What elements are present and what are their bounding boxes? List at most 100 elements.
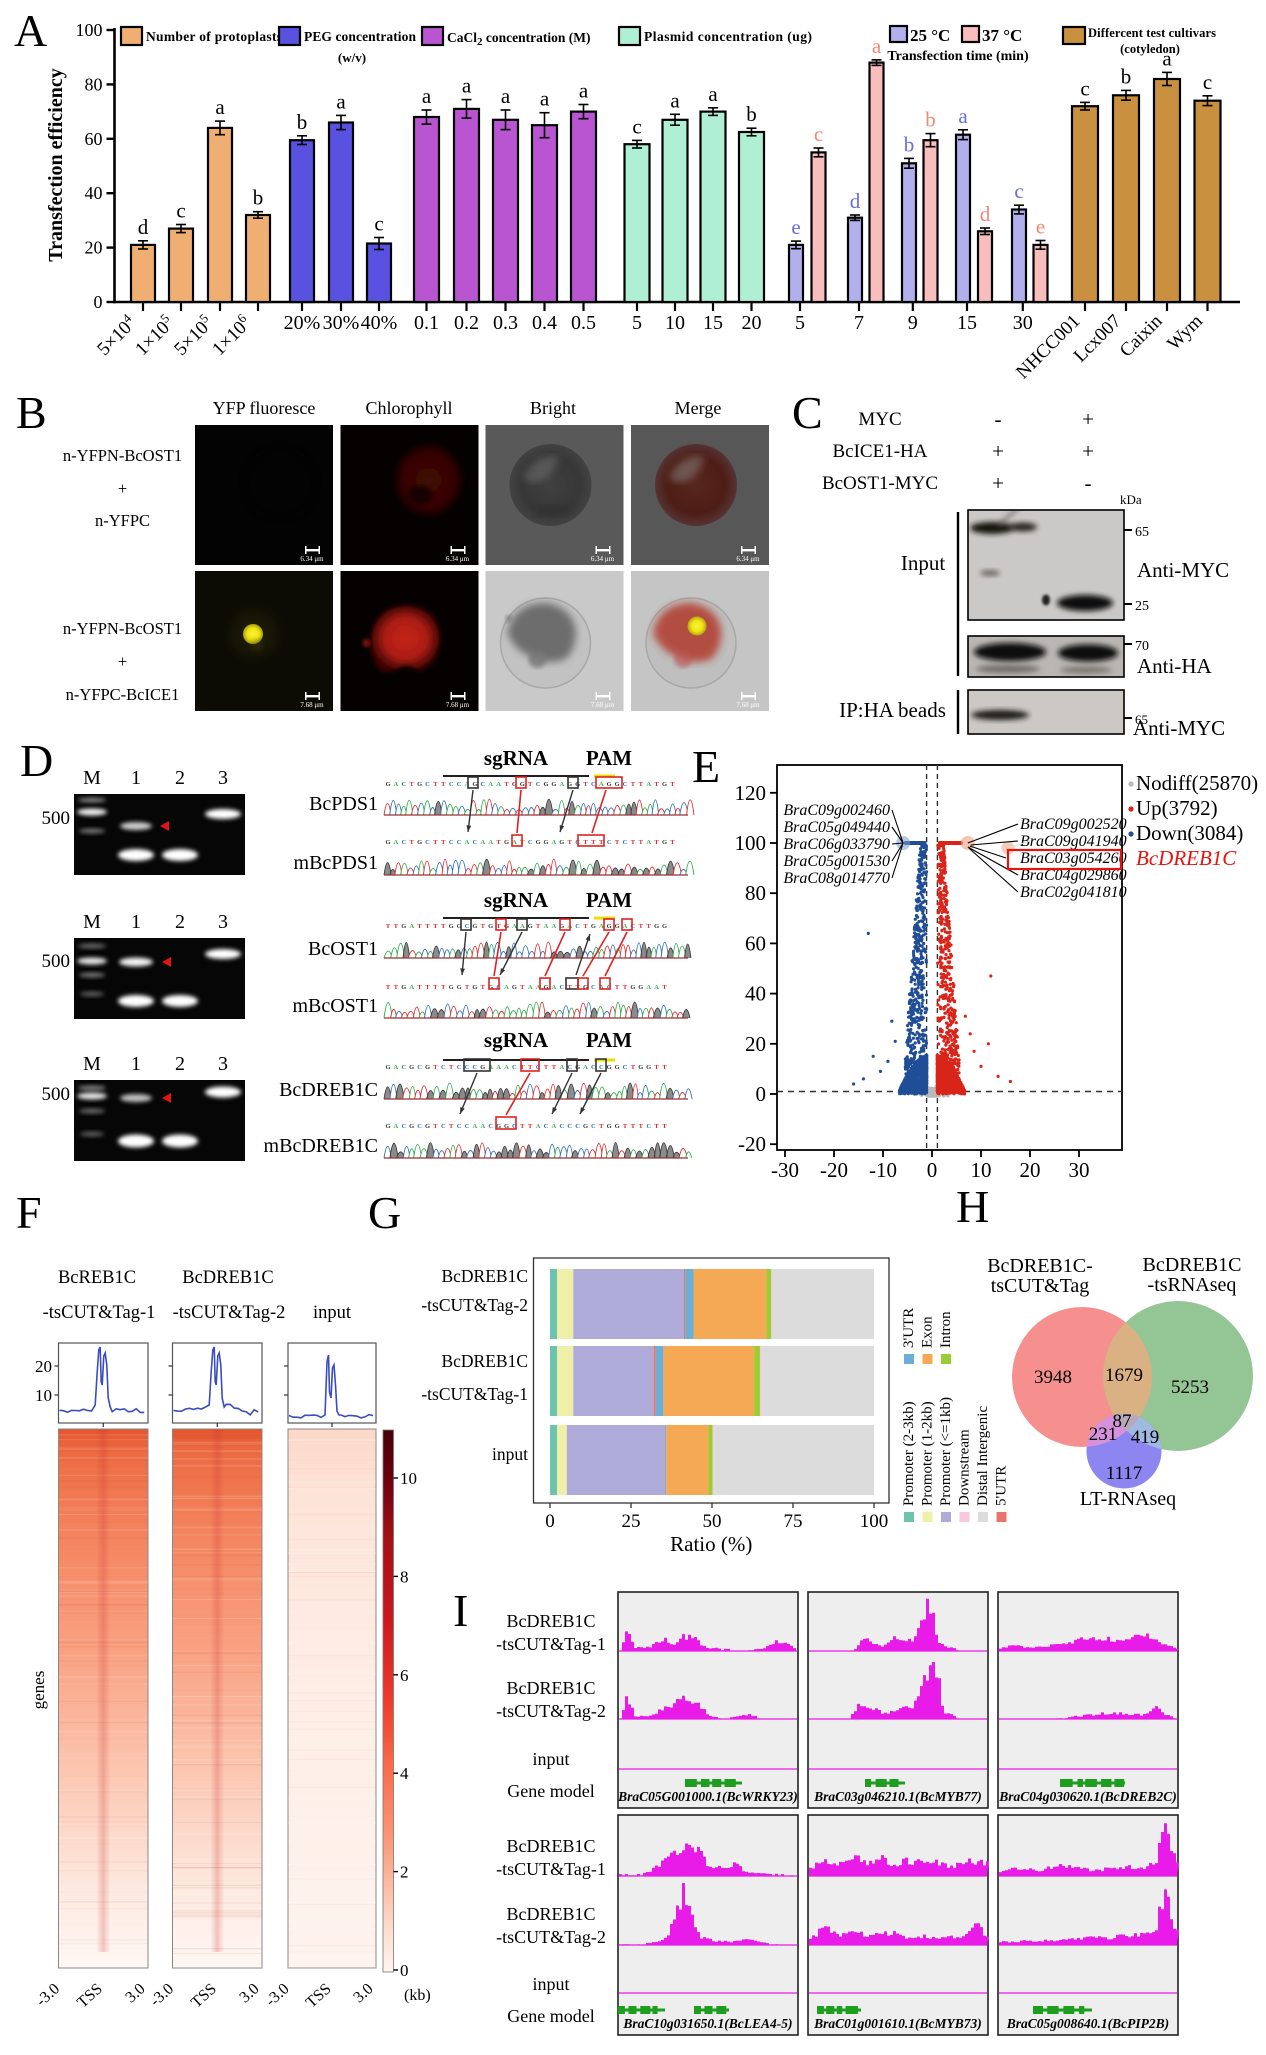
svg-text:T: T bbox=[583, 781, 588, 788]
svg-text:C: C bbox=[591, 781, 596, 788]
svg-text:C: C bbox=[449, 781, 454, 788]
svg-text:BcDREB1C: BcDREB1C bbox=[279, 1079, 378, 1101]
svg-text:T: T bbox=[520, 1123, 525, 1130]
svg-text:5'UTR: 5'UTR bbox=[994, 1466, 1010, 1506]
svg-text:-tsCUT&Tag-2: -tsCUT&Tag-2 bbox=[421, 1295, 528, 1315]
svg-text:40: 40 bbox=[745, 982, 766, 1006]
svg-text:C: C bbox=[457, 839, 462, 846]
svg-text:7.68 μm: 7.68 μm bbox=[446, 701, 470, 709]
svg-text:BcPDS1: BcPDS1 bbox=[309, 793, 378, 815]
svg-text:A: A bbox=[488, 839, 493, 846]
svg-text:20%: 20% bbox=[284, 312, 321, 334]
svg-text:T: T bbox=[433, 1064, 438, 1071]
svg-text:C: C bbox=[591, 984, 596, 991]
svg-text:25 °C: 25 °C bbox=[910, 26, 950, 45]
svg-text:C: C bbox=[591, 1064, 596, 1071]
svg-text:0.2: 0.2 bbox=[454, 312, 479, 334]
svg-text:BraC09g002460: BraC09g002460 bbox=[783, 802, 890, 819]
svg-text:Intron: Intron bbox=[938, 1311, 954, 1348]
svg-text:G: G bbox=[385, 1123, 390, 1130]
svg-text:-tsCUT&Tag-2: -tsCUT&Tag-2 bbox=[496, 1701, 606, 1721]
svg-text:-tsCUT&Tag-1: -tsCUT&Tag-1 bbox=[496, 1859, 606, 1879]
svg-text:BraC05g008640.1(BcPIP2B): BraC05g008640.1(BcPIP2B) bbox=[1006, 2016, 1169, 2031]
svg-text:G: G bbox=[654, 923, 659, 930]
svg-text:BraC03g046210.1(BcMYB77): BraC03g046210.1(BcMYB77) bbox=[813, 1789, 982, 1804]
svg-text:Distal Intergenic: Distal Intergenic bbox=[975, 1406, 991, 1506]
svg-text:tsCUT&Tag: tsCUT&Tag bbox=[991, 1275, 1090, 1297]
svg-text:T: T bbox=[394, 923, 399, 930]
svg-text:b: b bbox=[925, 108, 936, 132]
svg-text:G: G bbox=[504, 839, 509, 846]
svg-text:G: G bbox=[385, 1064, 390, 1071]
svg-text:C: C bbox=[559, 1123, 564, 1130]
svg-text:5: 5 bbox=[632, 312, 642, 334]
svg-text:e: e bbox=[1036, 215, 1045, 239]
svg-text:C: C bbox=[536, 781, 541, 788]
svg-text:T: T bbox=[568, 839, 573, 846]
svg-text:A: A bbox=[394, 1064, 399, 1071]
svg-text:2: 2 bbox=[175, 1053, 185, 1075]
svg-text:80: 80 bbox=[85, 74, 103, 94]
svg-text:60: 60 bbox=[85, 129, 103, 149]
svg-text:G: G bbox=[409, 1123, 414, 1130]
svg-text:G: G bbox=[409, 1064, 414, 1071]
svg-text:mBcPDS1: mBcPDS1 bbox=[294, 852, 378, 874]
svg-text:C: C bbox=[465, 1064, 470, 1071]
svg-text:C: C bbox=[401, 1064, 406, 1071]
svg-text:3.0: 3.0 bbox=[122, 1980, 148, 2006]
svg-text:G: G bbox=[607, 1123, 612, 1130]
svg-text:T: T bbox=[520, 1064, 525, 1071]
svg-text:T: T bbox=[615, 839, 620, 846]
svg-text:T: T bbox=[639, 923, 644, 930]
svg-text:-3.0: -3.0 bbox=[262, 1980, 292, 2010]
svg-text:C: C bbox=[457, 1123, 462, 1130]
svg-text:sgRNA: sgRNA bbox=[484, 888, 549, 912]
svg-text:G: G bbox=[457, 984, 462, 991]
svg-text:0: 0 bbox=[927, 1158, 938, 1182]
svg-text:6.34 μm: 6.34 μm bbox=[591, 555, 615, 563]
svg-text:C: C bbox=[575, 923, 580, 930]
svg-text:c: c bbox=[1203, 70, 1212, 94]
svg-text:b: b bbox=[746, 102, 757, 126]
svg-text:a: a bbox=[422, 84, 432, 108]
svg-text:G: G bbox=[401, 984, 406, 991]
svg-text:231: 231 bbox=[1089, 1424, 1118, 1445]
svg-text:A: A bbox=[559, 1064, 564, 1071]
svg-text:T: T bbox=[425, 984, 430, 991]
svg-text:Promoter (2-3kb): Promoter (2-3kb) bbox=[901, 1401, 917, 1506]
svg-text:G: G bbox=[488, 984, 493, 991]
svg-text:T: T bbox=[583, 923, 588, 930]
svg-text:A: A bbox=[654, 984, 659, 991]
svg-text:-20: -20 bbox=[738, 1132, 766, 1156]
svg-text:Gene model: Gene model bbox=[507, 1781, 594, 1801]
svg-text:d: d bbox=[138, 215, 149, 239]
svg-text:A: A bbox=[473, 1123, 478, 1130]
svg-text:A: A bbox=[409, 923, 414, 930]
svg-text:C: C bbox=[401, 839, 406, 846]
svg-text:BcDREB1C: BcDREB1C bbox=[1136, 846, 1237, 870]
svg-text:0: 0 bbox=[94, 292, 103, 312]
svg-text:A: A bbox=[512, 923, 517, 930]
svg-text:G: G bbox=[520, 781, 525, 788]
svg-text:6.34 μm: 6.34 μm bbox=[736, 555, 760, 563]
svg-text:30: 30 bbox=[1069, 1158, 1090, 1182]
svg-text:T: T bbox=[441, 839, 446, 846]
svg-text:3.0: 3.0 bbox=[350, 1980, 376, 2006]
svg-text:G: G bbox=[638, 1064, 643, 1071]
svg-text:-30: -30 bbox=[771, 1158, 799, 1182]
svg-text:A: A bbox=[552, 839, 557, 846]
svg-text:T: T bbox=[639, 1123, 644, 1130]
svg-text:A: A bbox=[504, 1064, 509, 1071]
svg-text:Gene model: Gene model bbox=[507, 2006, 594, 2026]
svg-text:30: 30 bbox=[1013, 312, 1033, 334]
svg-text:mBcDREB1C: mBcDREB1C bbox=[264, 1135, 378, 1157]
svg-text:-3.0: -3.0 bbox=[33, 1980, 63, 2010]
svg-text:80: 80 bbox=[745, 881, 766, 905]
svg-text:T: T bbox=[631, 839, 636, 846]
svg-text:c: c bbox=[1014, 179, 1023, 203]
svg-text:T: T bbox=[441, 781, 446, 788]
svg-text:3: 3 bbox=[218, 1053, 228, 1075]
svg-text:T: T bbox=[433, 984, 438, 991]
svg-text:5: 5 bbox=[795, 312, 805, 334]
svg-text:T: T bbox=[386, 923, 391, 930]
